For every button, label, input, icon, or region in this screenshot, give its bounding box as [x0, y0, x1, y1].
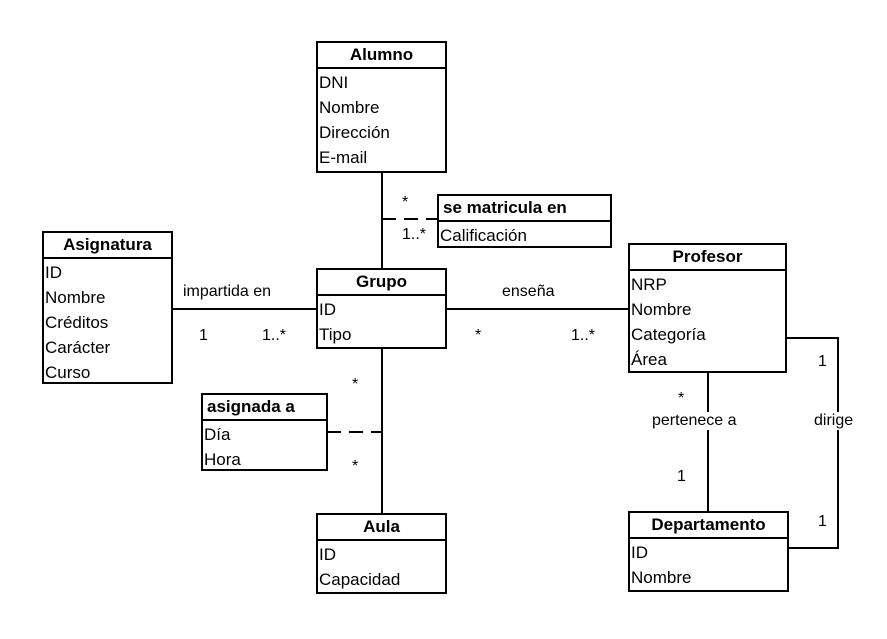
class-alumno-attr: Nombre	[319, 98, 380, 117]
class-aula-attr: Capacidad	[319, 570, 401, 589]
class-alumno[interactable]: Alumno DNI Nombre Dirección E-mail	[316, 41, 447, 173]
class-profesor[interactable]: Profesor NRP Nombre Categoría Área	[628, 243, 787, 373]
class-grupo-name: Grupo	[318, 270, 445, 296]
assoc-class-asignada-attr: Hora	[204, 450, 241, 469]
assoc-class-asignada-attr: Día	[204, 425, 231, 444]
class-departamento-attr: ID	[631, 543, 648, 562]
class-grupo-attr: ID	[319, 300, 336, 319]
assoc-class-matricula-attr: Calificación	[440, 226, 527, 245]
mult-pertenece-bottom: 1	[677, 468, 686, 485]
mult-ensena-left: *	[475, 327, 482, 344]
assoc-class-matricula[interactable]: se matricula en Calificación	[437, 194, 612, 248]
assoc-class-asignada-name: asignada a	[203, 395, 326, 421]
line-dirige	[786, 337, 839, 549]
class-profesor-name: Profesor	[630, 245, 785, 271]
label-pertenece: pertenece a	[650, 412, 739, 430]
class-profesor-attr: Área	[631, 350, 667, 369]
class-departamento-attr: Nombre	[631, 568, 692, 587]
class-grupo-attr: Tipo	[319, 325, 352, 344]
label-impartida: impartida en	[183, 283, 272, 300]
class-asignatura-name: Asignatura	[44, 233, 171, 259]
assoc-class-asignada[interactable]: asignada a Día Hora	[201, 393, 328, 471]
assoc-class-matricula-name: se matricula en	[439, 196, 610, 222]
mult-asignada-bottom: *	[352, 458, 359, 475]
class-asignatura[interactable]: Asignatura ID Nombre Créditos Carácter C…	[42, 231, 173, 384]
mult-impartida-right: 1..*	[262, 327, 287, 344]
mult-dirige-top: 1	[818, 353, 827, 370]
class-asignatura-attr: Carácter	[45, 338, 111, 357]
mult-dirige-bottom: 1	[818, 513, 827, 530]
label-ensena: enseña	[502, 283, 555, 300]
mult-matricula-top: *	[402, 194, 409, 211]
mult-matricula-bottom: 1..*	[402, 226, 427, 243]
class-alumno-name: Alumno	[318, 43, 445, 69]
class-grupo[interactable]: Grupo ID Tipo	[316, 268, 447, 349]
class-departamento-name: Departamento	[630, 513, 787, 539]
class-aula-attr: ID	[319, 545, 336, 564]
class-asignatura-attr: Curso	[45, 363, 91, 382]
mult-pertenece-top: *	[678, 390, 685, 407]
class-departamento[interactable]: Departamento ID Nombre	[628, 511, 789, 592]
class-alumno-attr: E-mail	[319, 148, 368, 167]
class-alumno-attr: Dirección	[319, 123, 390, 142]
mult-asignada-top: *	[352, 376, 359, 393]
class-aula[interactable]: Aula ID Capacidad	[316, 513, 447, 594]
label-dirige: dirige	[812, 412, 856, 430]
mult-impartida-left: 1	[199, 327, 208, 344]
class-profesor-attr: NRP	[631, 275, 667, 294]
class-alumno-attr: DNI	[319, 73, 349, 92]
class-asignatura-attr: ID	[45, 263, 62, 282]
class-asignatura-attr: Nombre	[45, 288, 106, 307]
class-profesor-attr: Nombre	[631, 300, 692, 319]
mult-ensena-right: 1..*	[571, 327, 596, 344]
class-profesor-attr: Categoría	[631, 325, 706, 344]
class-asignatura-attr: Créditos	[45, 313, 109, 332]
class-aula-name: Aula	[318, 515, 445, 541]
